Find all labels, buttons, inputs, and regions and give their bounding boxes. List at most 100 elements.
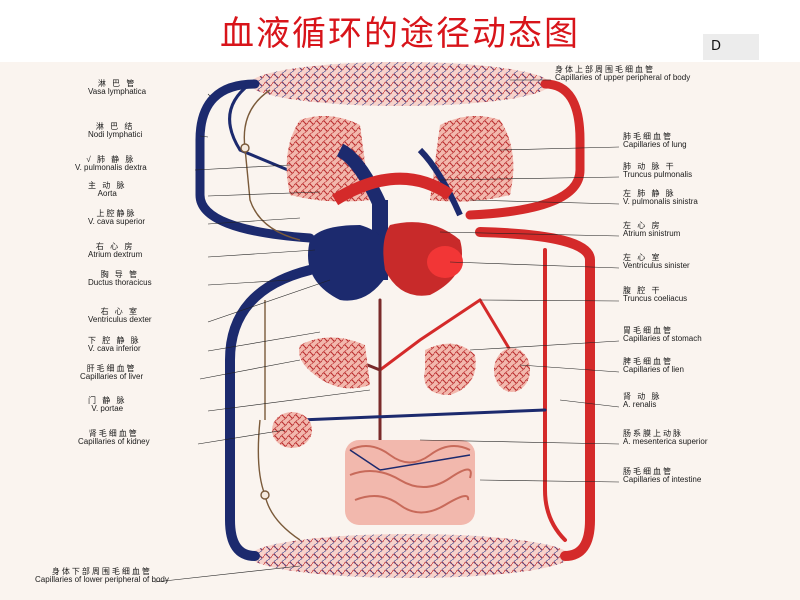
label-lymph-node-en: Nodi lymphatici [88,130,143,140]
leader-right-atrium [207,249,316,258]
label-right-atrium-en: Atrium dextrum [88,250,143,260]
label-lung-caps-en: Capillaries of lung [623,140,687,150]
leader-renal-artery [559,399,620,408]
heart [308,143,463,301]
leader-kidney-caps [197,429,286,445]
label-upper-body-caps-cn: 身体上部周围毛细血管 [555,65,655,74]
liver [299,337,370,389]
label-left-ventricle-cn: 左 心 室 [623,253,662,262]
label-right-atrium-cn: 右 心 房 [95,242,135,251]
lungs [286,116,514,202]
label-renal-artery-cn: 肾 动 脉 [623,392,662,401]
intestine [345,440,475,525]
leader-left-ventricle [449,261,620,269]
label-liver-caps-cn: 肝毛细血管 [86,364,137,373]
label-pulm-vein-right-cn: √ 肺 静 脉 [86,155,136,164]
leader-inf-vena-cava [207,331,321,352]
label-lymph-node-cn: 淋 巴 结 [95,122,135,131]
kidney [272,412,312,448]
leader-lymph-vessel [207,93,211,97]
label-sup-vena-cava-en: V. cava superior [88,217,146,227]
label-pulm-trunk-en: Truncus pulmonalis [623,170,693,180]
label-inf-vena-cava-cn: 下 腔 静 脉 [88,336,141,345]
label-portal-vein-en: V. portae [91,404,124,414]
label-celiac-trunk-en: Truncus coeliacus [623,294,688,304]
corner-mark: D [703,34,759,60]
leader-thoracic-duct [207,279,291,286]
label-lower-body-caps-en: Capillaries of lower peripheral of body [35,575,169,585]
label-aorta-cn: 主 动 脉 [88,181,127,190]
label-lung-caps-cn: 肺毛细血管 [623,132,673,141]
leader-stomach-caps [469,340,620,351]
label-lymph-vessel-en: Vasa lymphatica [88,87,147,97]
leader-pulm-vein-right [194,164,291,171]
lower-body-capillaries [250,534,570,578]
leader-pulm-vein-left [469,199,620,205]
label-kidney-caps-cn: 肾毛细血管 [88,429,139,438]
label-kidney-caps-en: Capillaries of kidney [78,437,150,447]
leader-lymph-node [199,135,209,138]
label-sup-vena-cava-cn: 上腔静脉 [96,209,137,218]
page-title: 血液循环的途径动态图 [220,14,580,54]
label-right-ventricle-cn: 右 心 室 [100,307,140,316]
label-pulm-trunk-cn: 肺 动 脉 干 [623,162,676,171]
leader-spleen-caps [519,364,620,373]
label-aorta-en: Aorta [97,189,117,199]
leader-sup-vena-cava [207,217,301,225]
systemic-arteries [465,79,595,561]
leader-sup-mesenteric-artery [419,439,620,445]
label-intestine-caps-en: Capillaries of intestine [623,475,702,485]
label-lower-body-caps-cn: 身体下部周围毛细血管 [51,567,152,576]
label-renal-artery-en: A. renalis [623,400,657,410]
label-left-atrium-en: Atrium sinistrum [623,229,681,239]
label-celiac-trunk-cn: 腹 腔 干 [623,286,662,295]
systemic-veins [195,79,315,561]
label-spleen-caps-en: Capillaries of lien [623,365,684,375]
leader-left-atrium [439,231,620,237]
label-pulm-vein-left-en: V. pulmonalis sinistra [623,197,698,207]
label-sup-mesenteric-artery-cn: 肠系膜上动脉 [623,429,683,438]
label-stomach-caps-cn: 胃毛细血管 [623,326,673,335]
label-liver-caps-en: Capillaries of liver [80,372,144,382]
leader-aorta [207,191,321,197]
label-left-atrium-cn: 左 心 房 [623,221,662,230]
label-lymph-vessel-cn: 淋 巴 管 [97,79,137,88]
leader-celiac-trunk [479,299,620,302]
label-intestine-caps-cn: 肠毛细血管 [623,467,673,476]
label-pulm-vein-left-cn: 左 肺 静 脉 [623,189,676,198]
label-thoracic-duct-en: Ductus thoracicus [88,278,152,288]
lymphatic-vessels [240,89,301,541]
label-left-ventricle-en: Ventriculus sinister [623,261,690,271]
leader-portal-vein [207,389,371,412]
label-portal-vein-cn: 门 静 脉 [88,396,127,405]
label-sup-mesenteric-artery-en: A. mesenterica superior [623,437,708,447]
leader-right-ventricle [207,279,331,323]
leader-pulm-trunk [439,176,620,181]
label-spleen-caps-cn: 脾毛细血管 [623,357,673,366]
label-inf-vena-cava-en: V. cava inferior [88,344,141,354]
leader-intestine-caps [479,479,620,483]
stomach [424,343,476,395]
